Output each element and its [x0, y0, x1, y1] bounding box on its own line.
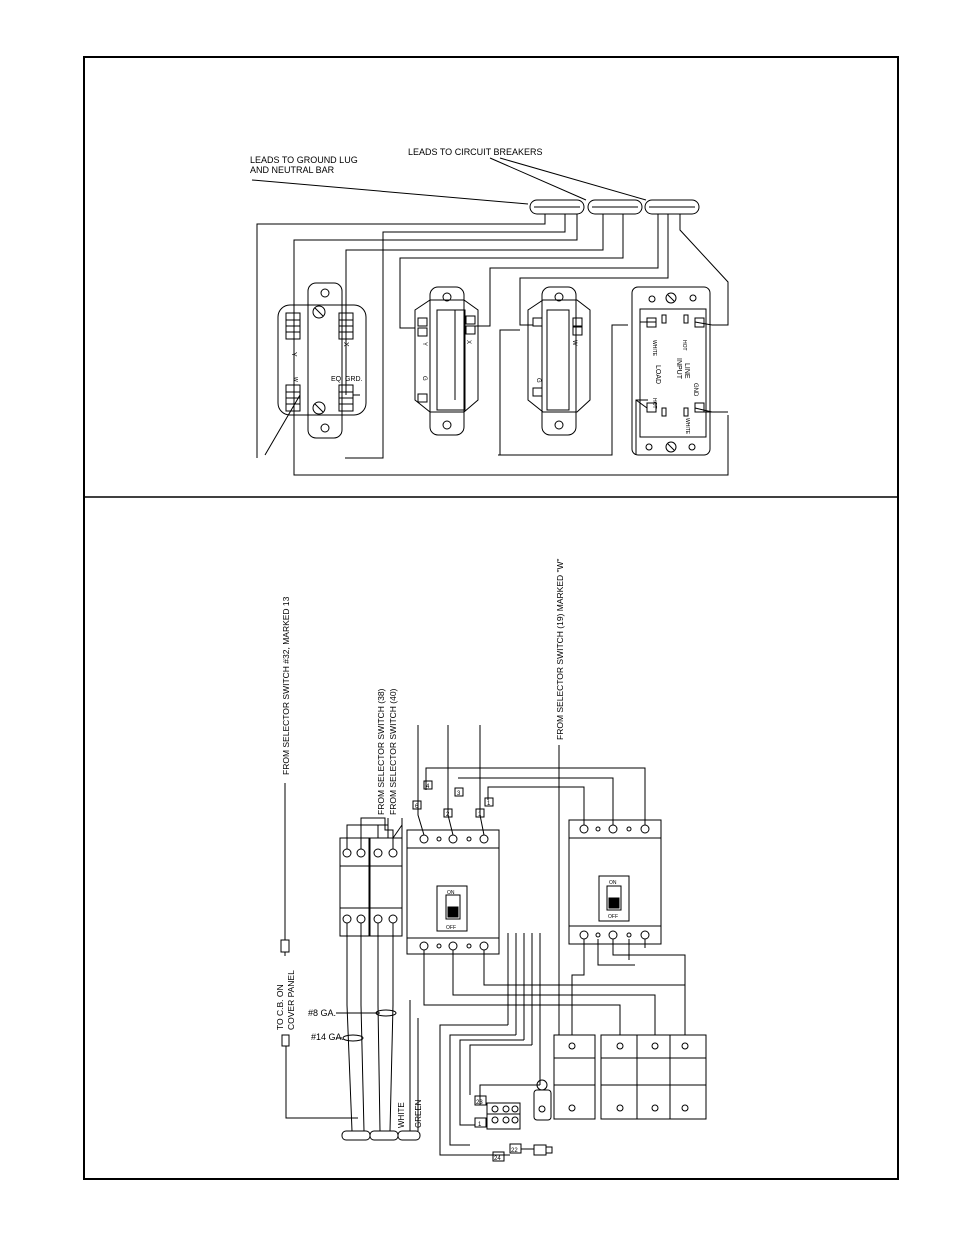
- secondary-breaker: ON 30 OFF: [568, 819, 662, 945]
- wire-marker-23: 23: [474, 1095, 487, 1106]
- leads-breakers-label: LEADS TO CIRCUIT BREAKERS: [408, 147, 543, 157]
- page-border: [83, 56, 899, 1180]
- wire-marker-6: 6: [412, 800, 422, 810]
- receptacle-2: Y X G: [414, 286, 479, 436]
- terminal-block-3: [636, 1034, 671, 1120]
- secondary-breaker-off: OFF: [608, 914, 618, 920]
- svg-text:22: 22: [511, 1148, 518, 1154]
- gfci-input: INPUT: [675, 358, 682, 380]
- main-breaker-on: ON: [447, 890, 455, 896]
- rec2-x-label: X: [465, 340, 471, 344]
- terminal-block-1: [553, 1034, 596, 1120]
- leads-ground-label-1: LEADS TO GROUND LUG: [250, 155, 358, 165]
- leads-ground-label-2: AND NEUTRAL BAR: [250, 165, 335, 175]
- wire-marker-1c: 1: [474, 1117, 487, 1128]
- wire-marker-2: 2: [443, 808, 453, 818]
- svg-text:1: 1: [478, 812, 482, 818]
- from-switch-19-label: FROM SELECTOR SWITCH (19) MARKED "W": [555, 558, 565, 740]
- grommet-bottom-3: [397, 1130, 421, 1141]
- wire-marker-24: 24: [492, 1151, 505, 1162]
- secondary-breaker-mark: 30: [610, 901, 616, 907]
- main-breaker: ON OFF: [406, 829, 500, 955]
- small-device: [533, 1079, 552, 1121]
- rec2-g-label: G: [421, 376, 427, 381]
- rec1-eqgrd-label: EQ. GRD.: [331, 376, 363, 383]
- svg-text:2: 2: [446, 812, 450, 818]
- wire-marker-22: 22: [509, 1143, 522, 1154]
- rec1-x-label: X: [342, 342, 349, 347]
- to-cb-label-1: TO C.B. ON: [275, 984, 285, 1030]
- white-label: WHITE: [397, 1102, 406, 1128]
- svg-text:24: 24: [494, 1156, 501, 1162]
- secondary-breaker-on: ON: [609, 880, 617, 886]
- bottom-wiring-panel: FROM SELECTOR SWITCH #32, MARKED 13 FROM…: [275, 558, 707, 1162]
- gfci-hot-top: HOT: [681, 340, 687, 351]
- breaker-double-left: [339, 817, 403, 937]
- receptacle-1: Y X W EQ. GRD.: [264, 282, 367, 456]
- wire-marker-1a: 1: [475, 808, 485, 818]
- main-breaker-off: OFF: [446, 925, 456, 931]
- svg-text:1: 1: [487, 801, 491, 807]
- rec1-w-label: W: [292, 377, 298, 382]
- svg-text:3: 3: [457, 791, 461, 797]
- grommet-bottom-1: [341, 1130, 371, 1141]
- gfci-hot-bottom: HOT: [651, 398, 657, 409]
- to-cb-label-2: COVER PANEL: [286, 970, 296, 1030]
- from-switch-32-label: FROM SELECTOR SWITCH #32, MARKED 13: [281, 596, 291, 775]
- svg-text:4: 4: [426, 784, 430, 790]
- ga8-label: #8 GA.: [308, 1008, 336, 1018]
- rec2-y-label: Y: [421, 342, 427, 346]
- wire-marker-4: 4: [423, 780, 433, 790]
- ga14-label: #14 GA.: [311, 1032, 344, 1042]
- terminal-block-2: [600, 1034, 638, 1120]
- connector-plug-cb: [281, 1034, 290, 1047]
- rec3-w-label: W: [571, 340, 577, 346]
- receptacle-3: W G: [527, 286, 591, 436]
- gfci-load: LOAD: [654, 365, 661, 384]
- from-switch-38-label: FROM SELECTOR SWITCH (38): [376, 688, 386, 815]
- svg-text:6: 6: [415, 804, 419, 810]
- grommet-bottom-2: [369, 1130, 399, 1141]
- grommet-ground: [529, 199, 585, 215]
- gfci-line: LINE: [683, 363, 690, 379]
- gfci-gnd: GND: [692, 383, 698, 397]
- wire-marker-1b: 1: [484, 797, 494, 807]
- connector-plug-32: [280, 939, 290, 956]
- grommet-breaker-1: [587, 199, 643, 215]
- gfci-receptacle: WHITE HOT LOAD INPUT LINE GND HOT WHITE: [631, 286, 728, 456]
- rec3-g-label: G: [535, 378, 541, 383]
- rec1-y-label: Y: [290, 352, 297, 357]
- terminal-strip: [486, 1102, 521, 1130]
- svg-text:23: 23: [476, 1100, 483, 1106]
- top-wiring-panel: LEADS TO GROUND LUG AND NEUTRAL BAR LEAD…: [250, 147, 729, 476]
- terminal-block-4: [669, 1034, 707, 1120]
- svg-text:1: 1: [478, 1122, 482, 1128]
- gfci-white-top: WHITE: [651, 340, 657, 357]
- grommet-breaker-2: [644, 199, 700, 215]
- from-switch-40-label: FROM SELECTOR SWITCH (40): [388, 688, 398, 815]
- connector-plug-bottom: [521, 1144, 553, 1156]
- gfci-white-bottom: WHITE: [684, 418, 690, 435]
- wire-marker-3: 3: [454, 787, 464, 797]
